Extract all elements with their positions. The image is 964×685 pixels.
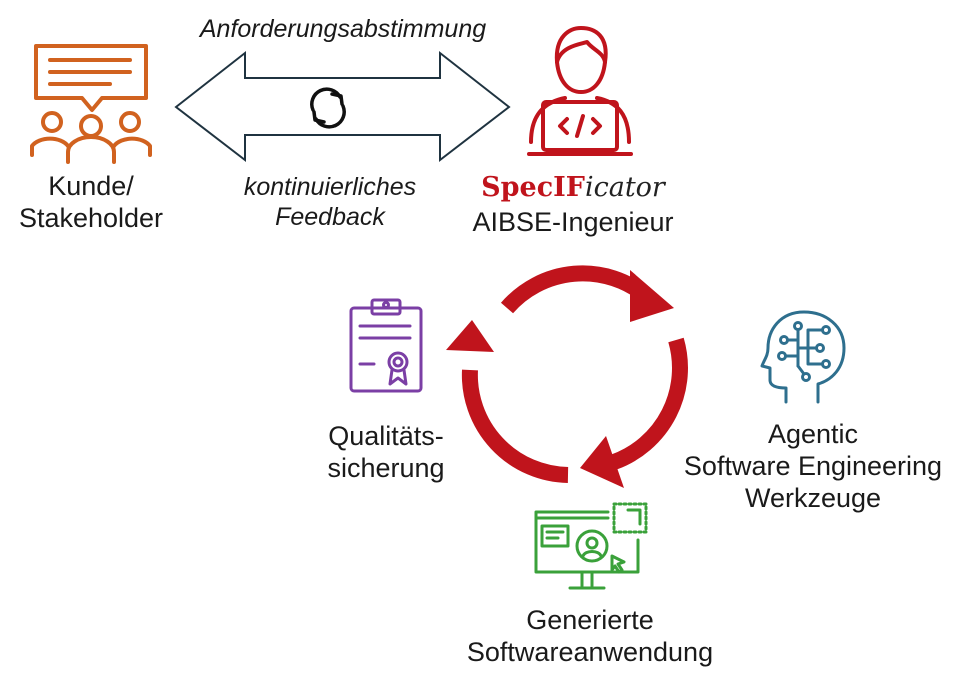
arrow-bottom-label: kontinuierliches Feedback — [243, 173, 417, 231]
developer-laptop-icon — [527, 26, 633, 156]
arrow-top-label: Anforderungsabstimmung — [199, 15, 487, 43]
quality-label: Qualitäts- sicherung — [327, 421, 445, 483]
generated-app-label: Generierte Softwareanwendung — [466, 605, 714, 667]
engineer-role-label: AIBSE-Ingenieur — [472, 207, 674, 237]
ai-head-icon — [760, 310, 846, 404]
agentic-label: Agentic Software Engineering Werkzeuge — [683, 419, 943, 513]
software-application-monitor-icon — [534, 502, 648, 590]
certificate-clipboard-icon — [349, 298, 423, 393]
customer-group-chat-icon — [30, 44, 152, 164]
specificator-logo: SpecIFicator — [481, 172, 665, 203]
refresh-icon — [310, 87, 346, 129]
customer-label: Kunde/ Stakeholder — [18, 171, 164, 233]
